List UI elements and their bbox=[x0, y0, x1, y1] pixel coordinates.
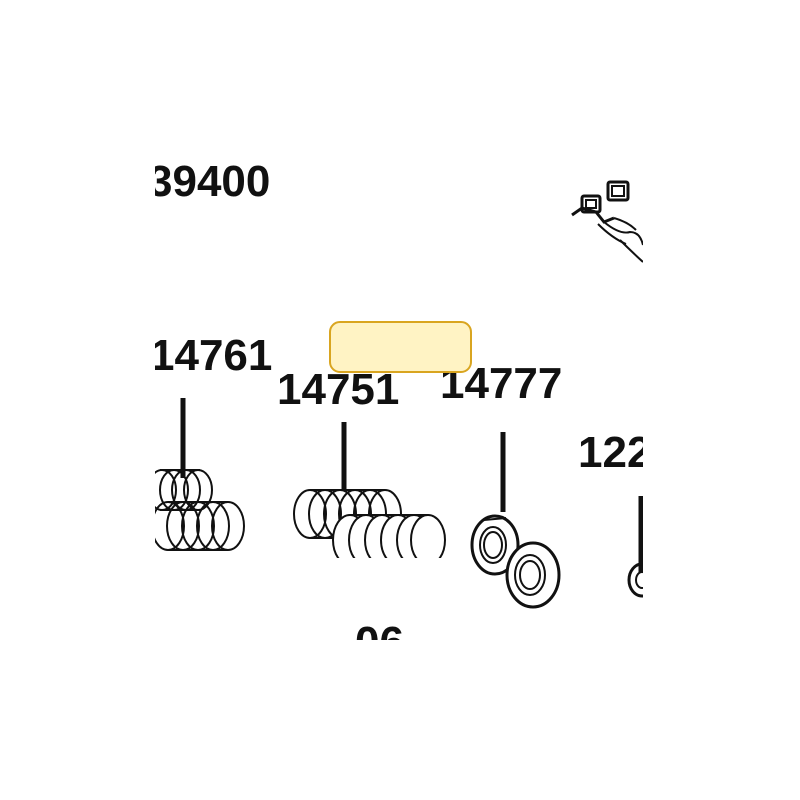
diagram-artwork: 39400 14761 14751 14777 122 06 bbox=[148, 157, 651, 667]
spring-left-front bbox=[155, 501, 245, 551]
seal-front bbox=[505, 541, 561, 609]
label-14751: 14751 bbox=[277, 365, 399, 414]
label-14761: 14761 bbox=[150, 331, 272, 380]
spring-center-front bbox=[332, 514, 446, 566]
highlight-box bbox=[329, 321, 472, 373]
right-fitting bbox=[627, 562, 643, 598]
spring-center-assembly bbox=[293, 489, 450, 570]
wire-harness-connector bbox=[571, 180, 643, 263]
label-06: 06 bbox=[355, 618, 404, 667]
spring-left-back bbox=[155, 469, 213, 511]
seal-back bbox=[470, 514, 520, 576]
label-39400: 39400 bbox=[148, 157, 270, 206]
seal-assembly bbox=[470, 514, 561, 609]
spring-left-assembly bbox=[155, 469, 245, 551]
label-122: 122 bbox=[578, 428, 651, 477]
